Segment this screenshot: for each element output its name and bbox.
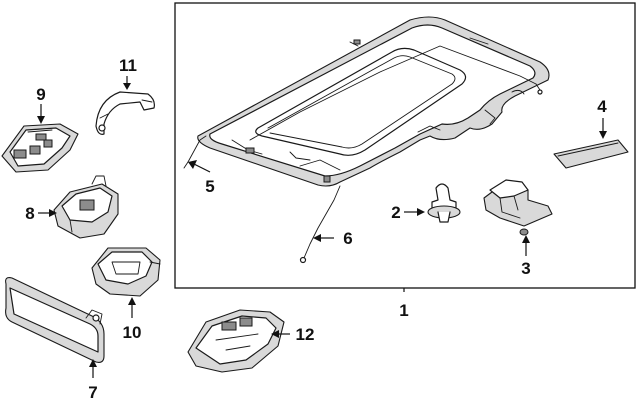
callout-3: 3 [521,259,530,278]
headliner-panel[interactable] [183,16,550,264]
callout-10: 10 [123,323,142,342]
assist-grip-handle[interactable] [95,91,155,135]
wire-harness-6 [303,185,341,259]
callout-11: 11 [119,56,137,75]
retainer-clip[interactable] [427,183,461,223]
headliner-assembly-frame [174,2,636,289]
callout-1: 1 [399,301,408,320]
callout-12: 12 [296,325,315,344]
insulator-pad[interactable] [553,139,629,169]
sun-visor[interactable] [5,277,105,363]
callout-4: 4 [597,97,607,116]
leader-5 [193,163,211,173]
overhead-console-lamp[interactable] [1,123,79,173]
callout-5: 5 [205,177,214,196]
dome-lamp[interactable] [91,247,161,297]
callout-7: 7 [88,383,97,402]
overhead-console[interactable] [187,309,285,373]
callout-8: 8 [25,204,34,223]
callout-9: 9 [36,85,45,104]
callout-2: 2 [391,203,400,222]
callout-6: 6 [343,229,352,248]
mount-bracket[interactable] [483,179,553,236]
map-lamp-housing[interactable] [53,175,119,239]
